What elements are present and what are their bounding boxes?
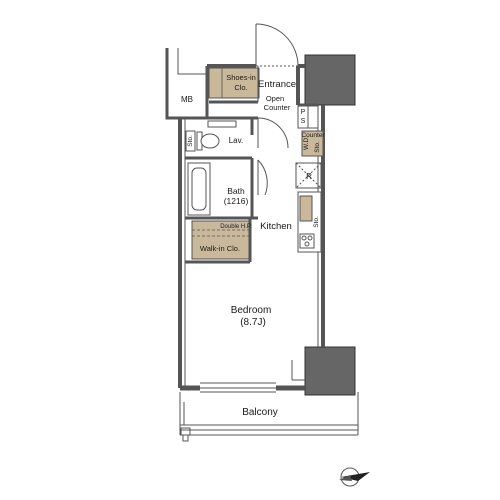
small-storage	[185, 130, 196, 152]
open-counter-label-2: Counter	[264, 103, 291, 112]
wd-label: W.D.	[303, 136, 310, 150]
column-bottom-right	[304, 346, 356, 396]
walkin-closet	[191, 220, 250, 260]
interior-walls	[185, 66, 318, 264]
bath-size-label: (1216)	[224, 196, 249, 206]
entrance-door	[255, 23, 299, 67]
balcony-label: Balcony	[242, 407, 278, 418]
refrigerator	[295, 162, 322, 189]
bath-door	[257, 159, 268, 196]
open-counter-label: Open	[266, 94, 284, 103]
mb-label: MB	[181, 95, 193, 104]
counter-sto-label-2: Sto.	[314, 141, 321, 153]
walkin-closet-label: Walk-in Clo.	[200, 244, 240, 253]
shoes-closet	[208, 67, 260, 99]
north-arrow-icon	[339, 467, 370, 487]
toilet	[196, 131, 220, 151]
bedroom-label: Bedroom	[231, 305, 272, 316]
double-hp-label: Double H.P.	[220, 224, 252, 230]
kitchen-sto-label: Sto.	[313, 216, 320, 228]
kitchen-sink	[299, 195, 313, 222]
bathtub	[187, 162, 211, 216]
lav-label: Lav.	[229, 136, 244, 145]
refrigerator-label: R	[306, 172, 312, 181]
shoes-closet-label-2: Clo.	[234, 83, 247, 92]
pipe-space	[297, 104, 309, 129]
column-top-right	[304, 54, 356, 106]
cooktop-icon	[299, 233, 315, 249]
small-storage-label: Sto.	[187, 135, 194, 147]
ps-label-s: S	[301, 118, 306, 125]
kitchen-label: Kitchen	[260, 221, 292, 232]
entrance-label: Entrance	[258, 79, 296, 90]
balcony-outline	[179, 392, 359, 436]
ps-label-p: P	[301, 109, 306, 116]
bath-label: Bath	[227, 186, 245, 196]
lav-door	[257, 117, 289, 149]
drain-icon	[180, 427, 191, 442]
mb-area	[165, 48, 209, 120]
counter-storage	[301, 130, 324, 157]
bedroom-size-label: (8.7J)	[240, 317, 266, 328]
shoes-closet-label: Shoes-in	[226, 73, 256, 82]
washbasin	[207, 120, 237, 128]
counter-sto-label: Counter	[301, 132, 325, 139]
